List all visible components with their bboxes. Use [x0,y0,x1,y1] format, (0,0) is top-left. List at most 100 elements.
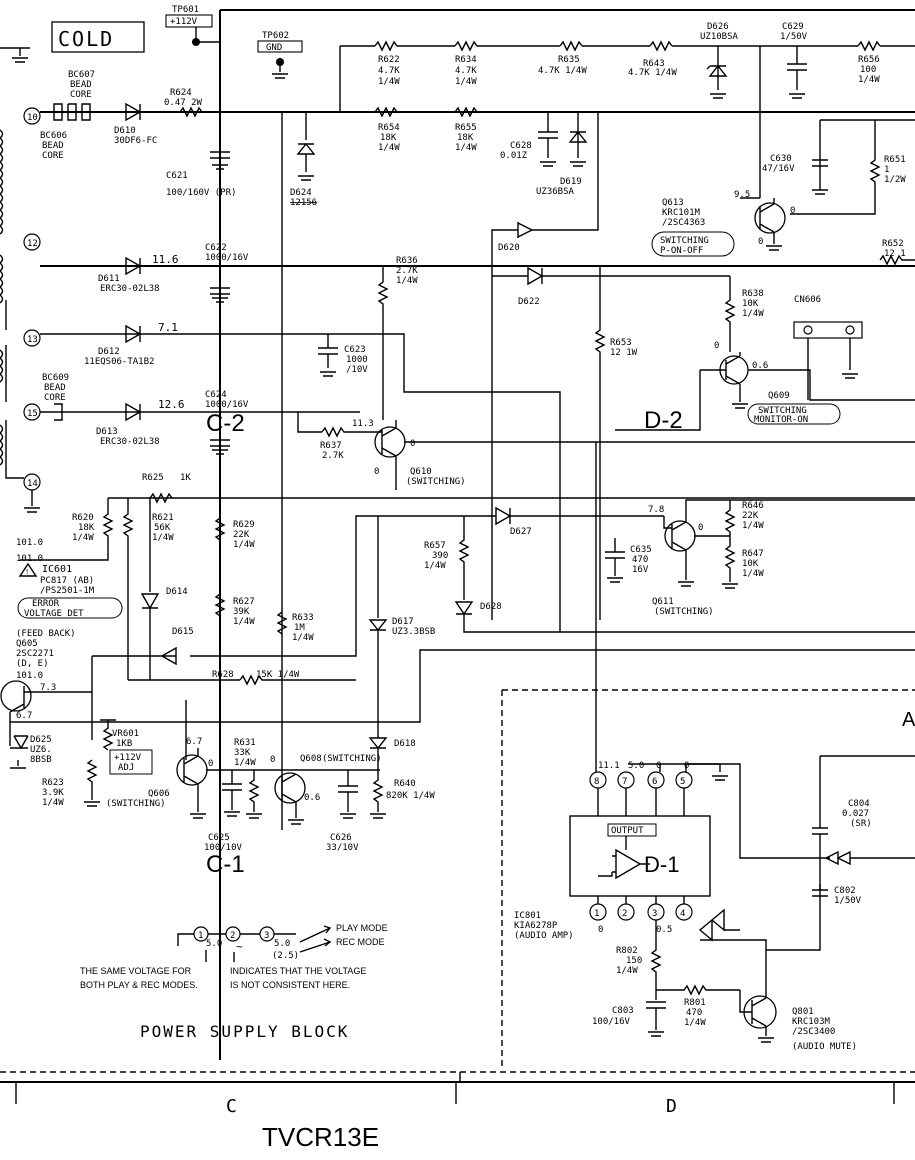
q610-ref: Q610 [410,467,432,477]
q610-function: (SWITCHING) [406,477,466,487]
r640-ref: R640 [394,779,416,789]
tp602-voltage: GND [266,43,282,53]
d624-value: 12156 [290,198,317,208]
r640-value: 820K 1/4W [386,791,435,801]
r627-value: 39K [233,607,250,617]
cold-label: COLD [58,27,114,51]
ic601-function-1: ERROR [32,599,60,609]
r651-watt: 1/2W [884,175,906,185]
c622-value: 1000/16V [205,253,249,263]
c628-ref: C628 [510,141,532,151]
r622-watt: 1/4W [378,77,400,87]
ic801-top-pins: 8 7 6 5 [589,771,693,789]
d619-ref: D619 [560,177,582,187]
r647-ref: R647 [742,549,764,559]
r656-ref: R656 [858,55,880,65]
q605-ref: Q605 [16,639,38,649]
q609-coll-v: 0.6 [752,361,768,371]
d615-ref: D615 [172,627,194,637]
connector-pins: 10 12 13 15 14 [23,107,41,491]
q605-base-v: 7.3 [40,683,56,693]
legend-inconsistent-b: IS NOT CONSISTENT HERE. [230,980,350,990]
cn606-ref: CN606 [794,295,821,305]
r802-ref: R802 [616,946,638,956]
ic801-function: (AUDIO AMP) [514,931,574,941]
r629-value: 22K [233,530,250,540]
r638-value: 10K [742,299,759,309]
c635-value: 470 [632,555,648,565]
r657-value: 390 [432,551,448,561]
d611-value: ERC30-02L38 [100,284,160,294]
vr601-value: 1KB [116,739,132,749]
r653-ref: R653 [610,338,632,348]
handnote-c1: C-1 [206,851,245,878]
c804-value: 0.027 [842,809,869,819]
c804-ref: C804 [848,799,870,809]
q611-ref: Q611 [652,597,674,607]
r636-ref: R636 [396,256,418,266]
r622-value: 4.7K [378,66,400,76]
r634-watt: 1/4W [455,77,477,87]
q613-ref: Q613 [662,198,684,208]
r635-value: 4.7K 1/4W [538,66,587,76]
legend-same-a: THE SAME VOLTAGE FOR [80,966,192,976]
c623-ref: C623 [344,345,366,355]
q606-coll-v: 0 [208,759,213,769]
r624-value: 0.47 2W [164,98,203,108]
r633-ref: R633 [292,613,314,623]
r631-ref: R631 [234,738,256,748]
r637-value: 2.7K [322,451,344,461]
ic801-p6-v: 0 [656,761,661,771]
c626-ref: C626 [330,833,352,843]
block-title: POWER SUPPLY BLOCK [140,1022,349,1041]
c628-value: 0.01Z [500,151,528,161]
ic801-p7-v: 5.0 [628,761,644,771]
r624-ref: R624 [170,88,192,98]
r646-watt: 1/4W [742,521,764,531]
feedback-label: (FEED BACK) [16,629,76,639]
d613-ref: D613 [96,427,118,437]
d617-value: UZ3.3BSB [392,627,435,637]
tp602-label: TP602 [262,31,289,41]
c626-value: 33/10V [326,843,359,853]
r638-ref: R638 [742,289,764,299]
r654-ref: R654 [378,123,400,133]
adj-label-a: +112V [114,753,142,763]
r620-value: 18K [78,523,95,533]
q610-base-v: 11.3 [352,419,374,429]
c622-ref: C622 [205,243,227,253]
pin15-voltage: 12.6 [158,398,185,411]
r657-ref: R657 [424,541,446,551]
legend-same-b: BOTH PLAY & REC MODES. [80,980,198,990]
ic801-output: OUTPUT [611,826,644,836]
r629-ref: R629 [233,520,255,530]
c630-value: 47/16V [762,164,795,174]
r646-ref: R646 [742,501,764,511]
d612-value: 11EQS06-TA1B2 [84,357,154,367]
q609-function: MONITOR-ON [754,415,808,425]
r643-ref: R643 [643,59,665,69]
ic801-pin-7: 7 [622,777,627,787]
grid-column-c: C [226,1096,239,1117]
pin12-voltage: 11.6 [152,253,179,266]
ic801-part: KIA6278P [514,921,558,931]
bc606-core: CORE [42,151,64,161]
legend-pin-2: 2 [230,931,235,941]
q610-coll-v: 0 [410,439,415,449]
d619-value: UZ36BSA [536,187,575,197]
q613-emit-v: 0 [758,237,763,247]
ic801-p8-v: 11.1 [598,761,620,771]
r657-watt: 1/4W [424,561,446,571]
r625-ref: R625 [142,473,164,483]
r647-value: 10K [742,559,759,569]
bc607-ref: BC607 [68,70,95,80]
d622-ref: D622 [518,297,540,307]
r633-watt: 1/4W [292,633,314,643]
c803-value: 100/16V [592,1017,631,1027]
r651-ref: R651 [884,155,906,165]
q606-ref: Q606 [148,789,170,799]
q609-ref: Q609 [768,391,790,401]
q801-ref: Q801 [792,1007,814,1017]
svg-text:!: ! [25,568,29,576]
pin-15: 15 [27,409,38,419]
